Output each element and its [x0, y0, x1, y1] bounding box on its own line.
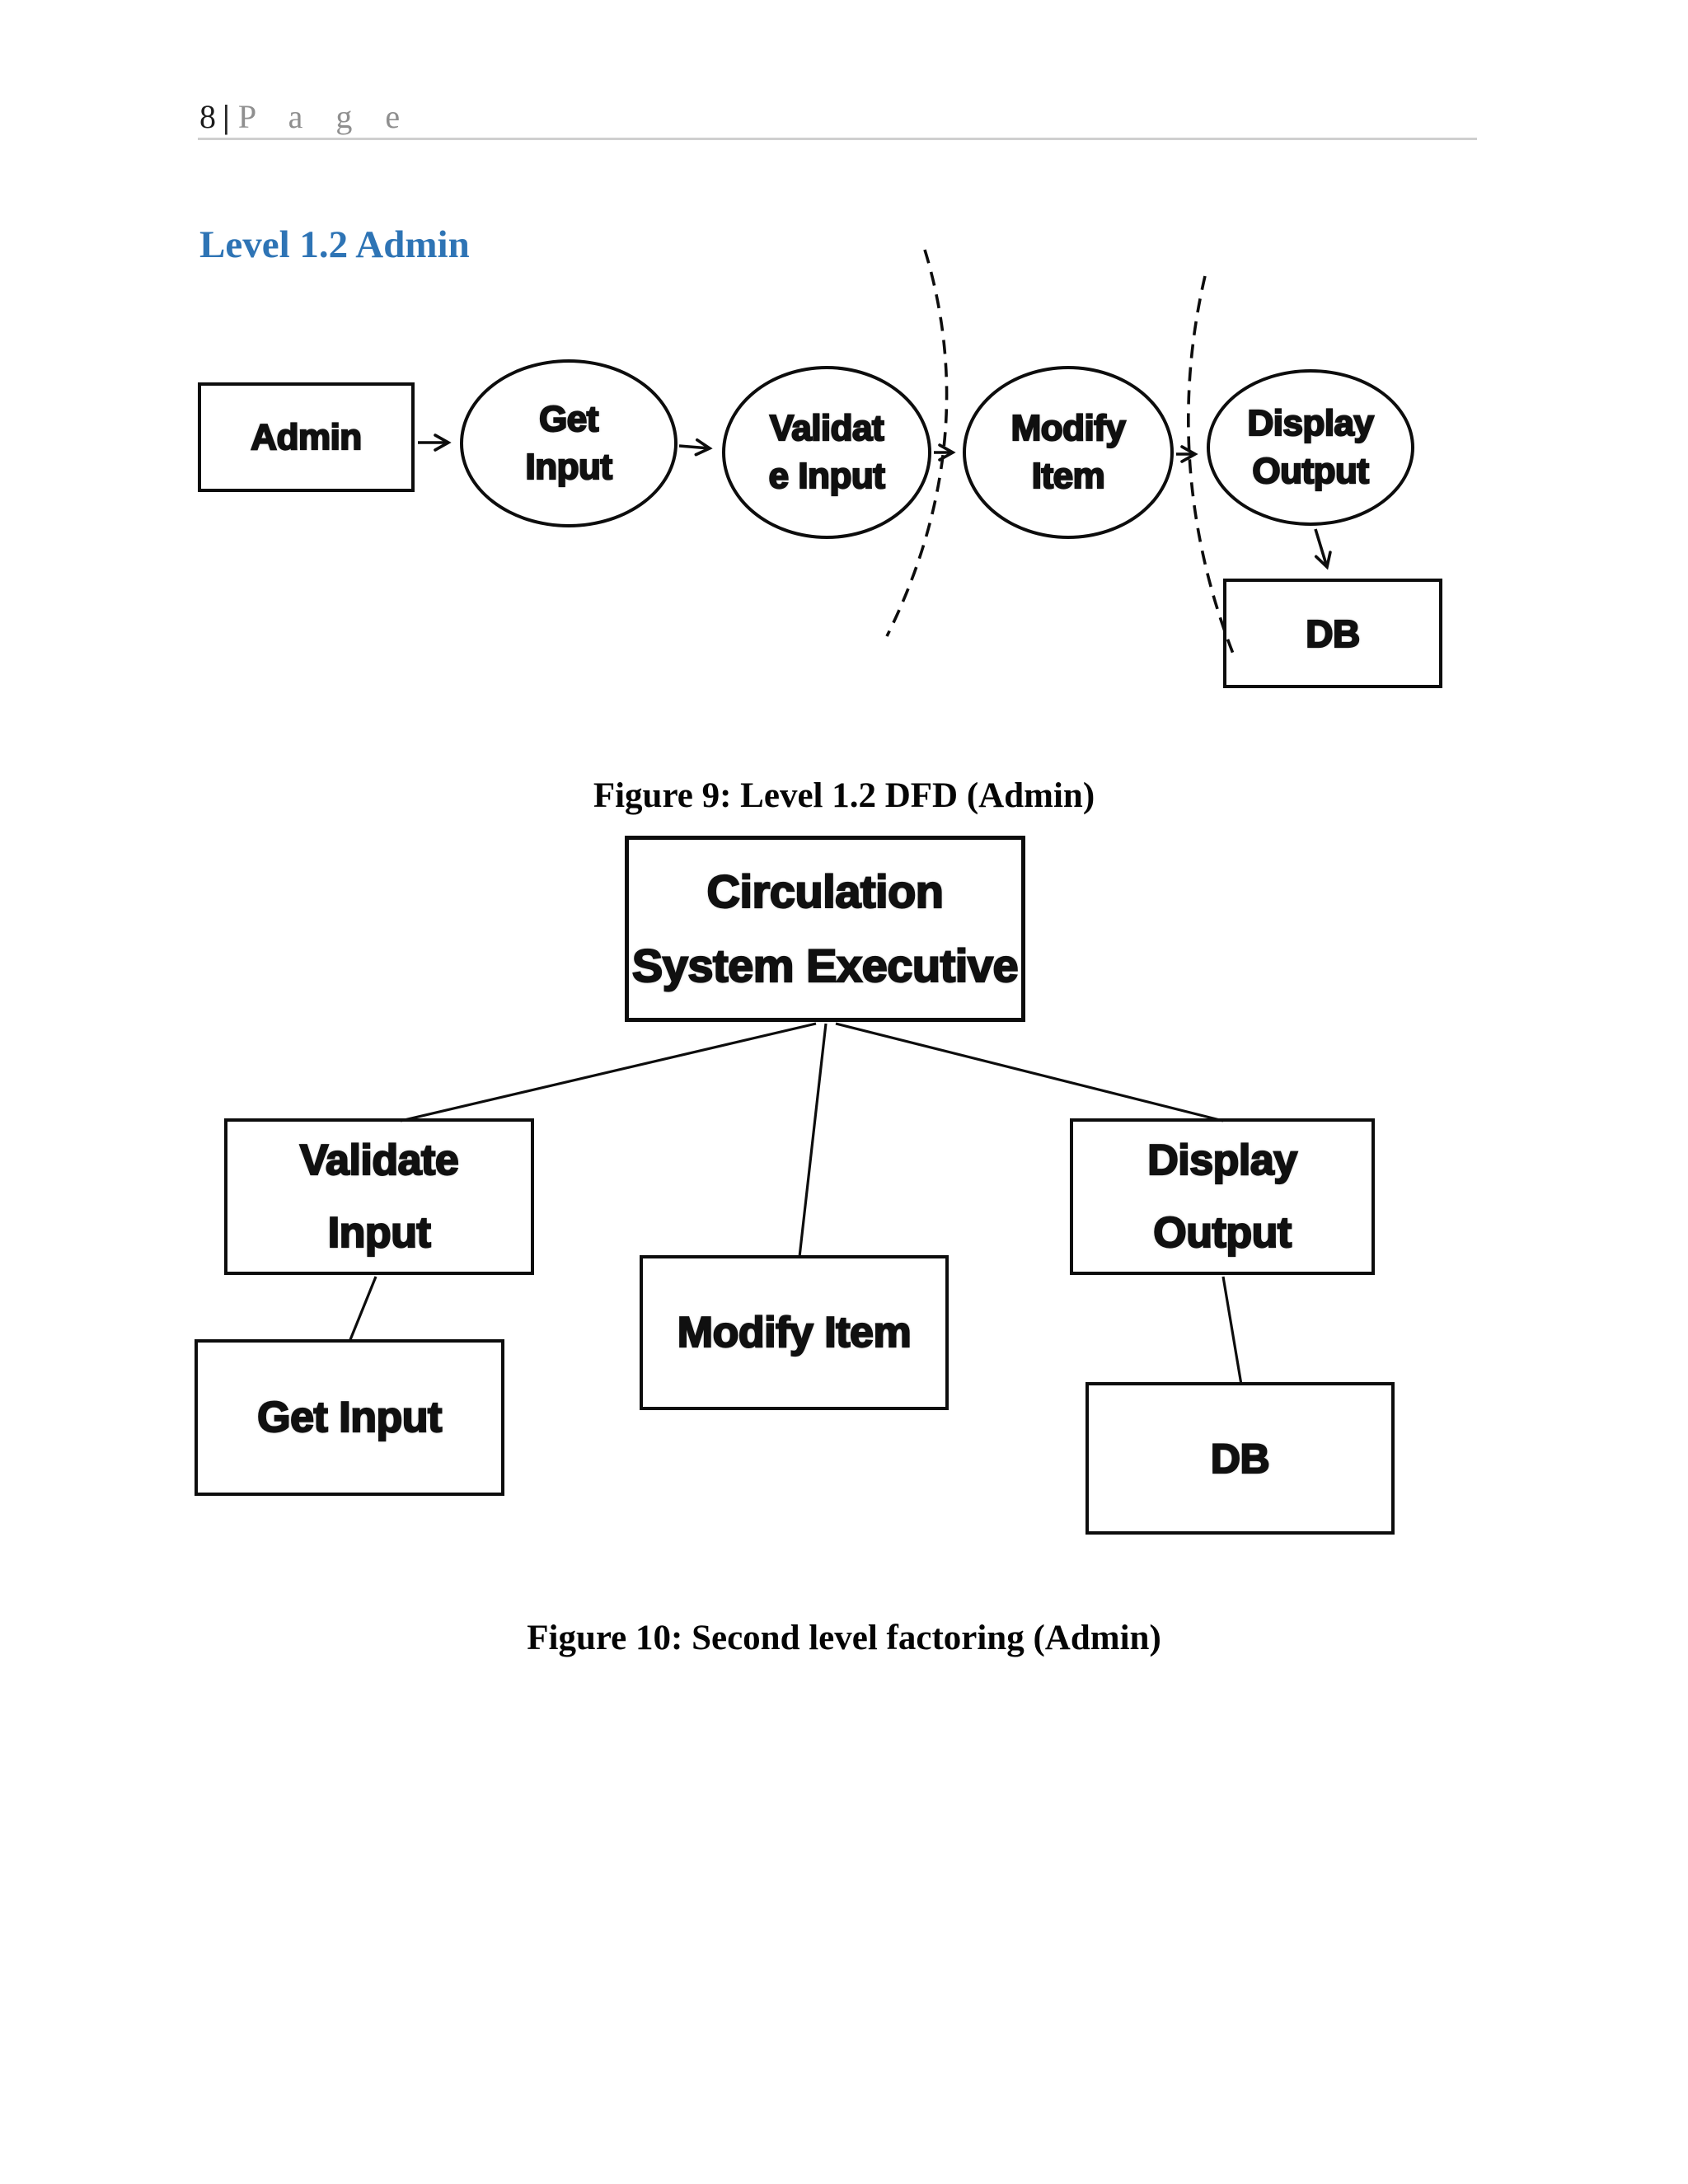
modify-item-label: Modify Item — [677, 1308, 912, 1357]
dfd-process-modify-item: Modify Item — [963, 366, 1174, 539]
display-output-label: Display Output — [1146, 1136, 1298, 1258]
arrow-get-input-to-validate-input — [678, 438, 713, 457]
dfd-process-display-output: Display Output — [1207, 369, 1414, 526]
page-number: 8 — [199, 98, 221, 135]
display-output-label: Display Output — [1246, 402, 1375, 492]
line-executive-to-modify-item — [798, 1023, 828, 1258]
dfd-process-validate-input: Validat e Input — [722, 366, 931, 539]
section-heading: Level 1.2 Admin — [199, 223, 470, 267]
modify-item-label: Modify Item — [1010, 407, 1127, 497]
figure9-caption: Figure 9: Level 1.2 DFD (Admin) — [593, 776, 1095, 815]
page-word: P a g e — [237, 98, 413, 135]
figure10-caption: Figure 10: Second level factoring (Admin… — [527, 1619, 1161, 1657]
get-input-label: Get Input — [256, 1393, 443, 1442]
factoring-box-display-output: Display Output — [1070, 1118, 1375, 1275]
factoring-box-validate-input: Validate Input — [224, 1118, 534, 1275]
dfd-datastore-db: DB — [1223, 579, 1442, 688]
factoring-box-db: DB — [1085, 1382, 1395, 1535]
line-display-output-to-db — [1221, 1276, 1243, 1385]
page-number-separator: | — [223, 98, 230, 135]
line-executive-to-display-output — [835, 1022, 1224, 1122]
factoring-box-circulation-system-executive: Circulation System Executive — [625, 836, 1025, 1022]
db-label: DB — [1210, 1434, 1271, 1482]
get-input-label: Get Input — [524, 398, 613, 488]
dfd-external-entity-admin: Admin — [198, 382, 415, 492]
arrow-display-output-to-db — [1314, 528, 1332, 570]
dfd-process-get-input: Get Input — [460, 359, 678, 527]
factoring-box-get-input: Get Input — [195, 1339, 504, 1496]
page-header: 8|P a g e — [199, 99, 412, 135]
line-validate-input-to-get-input — [348, 1276, 377, 1343]
validate-input-label: Validat e Input — [768, 407, 886, 497]
admin-label: Admin — [250, 415, 363, 457]
validate-input-label: Validate Input — [299, 1136, 460, 1258]
factoring-box-modify-item: Modify Item — [640, 1255, 949, 1410]
line-executive-to-validate-input — [400, 1022, 817, 1122]
header-divider — [198, 138, 1477, 140]
db-label: DB — [1305, 611, 1361, 655]
circulation-system-executive-label: Circulation System Executive — [631, 865, 1020, 992]
